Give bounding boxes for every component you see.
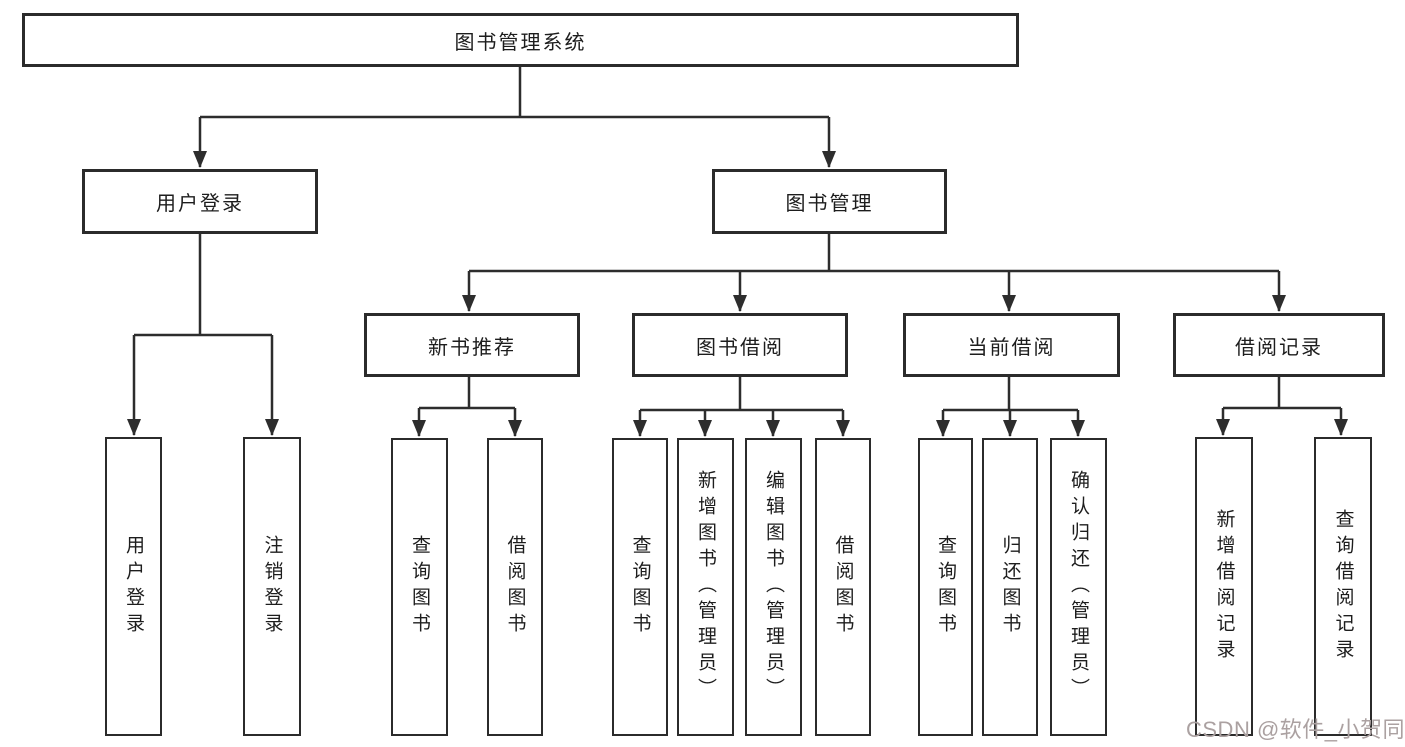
node-label: 用户登录 (156, 193, 244, 215)
node-label: 当前借阅 (967, 336, 1056, 359)
leaf-label: 注销登录 (261, 534, 283, 639)
elbow-book-borrow (640, 377, 843, 412)
node-library-management-system: 图书管理系统 (22, 13, 1019, 67)
leaf-nbr-borrow-books: 借阅图书 (487, 438, 543, 736)
node-label: 图书管理系统 (454, 31, 587, 54)
leaf-br-query-borrow-record: 查询借阅记录 (1314, 437, 1372, 736)
leaf-logout: 注销登录 (243, 437, 301, 736)
leaf-nbr-query-books: 查询图书 (391, 438, 448, 736)
leaf-bb-borrow-books: 借阅图书 (815, 438, 871, 736)
node-label: 借阅记录 (1235, 336, 1323, 359)
node-borrowing-records: 借阅记录 (1173, 313, 1385, 377)
leaf-br-add-borrow-record: 新增借阅记录 (1195, 437, 1253, 736)
connector-group (127, 67, 1348, 437)
node-user-login: 用户登录 (82, 169, 318, 234)
node-new-book-recommendation: 新书推荐 (364, 313, 580, 377)
leaf-bb-query-books: 查询图书 (612, 438, 668, 736)
leaf-label: 查询图书 (935, 535, 956, 639)
leaf-user-login: 用户登录 (105, 437, 162, 736)
elbow-root (200, 67, 829, 119)
node-book-management: 图书管理 (712, 169, 947, 234)
leaf-label: 查询图书 (409, 535, 430, 639)
leaf-label: 确认归还（管理员） (1068, 470, 1089, 704)
elbow-new-book-rec (419, 377, 515, 410)
node-current-borrowing: 当前借阅 (903, 313, 1120, 377)
elbow-user-login (134, 234, 272, 337)
leaf-label: 查询借阅记录 (1332, 508, 1354, 665)
elbow-book-management (469, 234, 1279, 273)
node-label: 新书推荐 (428, 336, 516, 359)
leaf-label: 新增图书（管理员） (695, 470, 716, 704)
node-label: 图书管理 (785, 193, 874, 215)
leaf-cb-confirm-return-admin: 确认归还（管理员） (1050, 438, 1107, 736)
elbow-borrow-records (1223, 377, 1341, 410)
leaf-label: 查询图书 (629, 535, 651, 639)
leaf-bb-edit-books-admin: 编辑图书（管理员） (745, 438, 802, 736)
csdn-watermark: CSDN @软件_小贺同学 (1186, 717, 1405, 742)
leaf-label: 用户登录 (123, 534, 144, 639)
node-label: 图书借阅 (696, 336, 784, 359)
leaf-label: 借阅图书 (504, 535, 526, 639)
node-book-borrowing: 图书借阅 (632, 313, 848, 377)
elbow-current-borrow (943, 377, 1078, 412)
leaf-label: 归还图书 (999, 535, 1021, 639)
leaf-label: 借阅图书 (832, 535, 854, 639)
leaf-label: 编辑图书（管理员） (763, 470, 784, 704)
leaf-label: 新增借阅记录 (1213, 508, 1235, 665)
leaf-bb-add-books-admin: 新增图书（管理员） (677, 438, 734, 736)
leaf-cb-return-books: 归还图书 (982, 438, 1038, 736)
leaf-cb-query-books: 查询图书 (918, 438, 973, 736)
